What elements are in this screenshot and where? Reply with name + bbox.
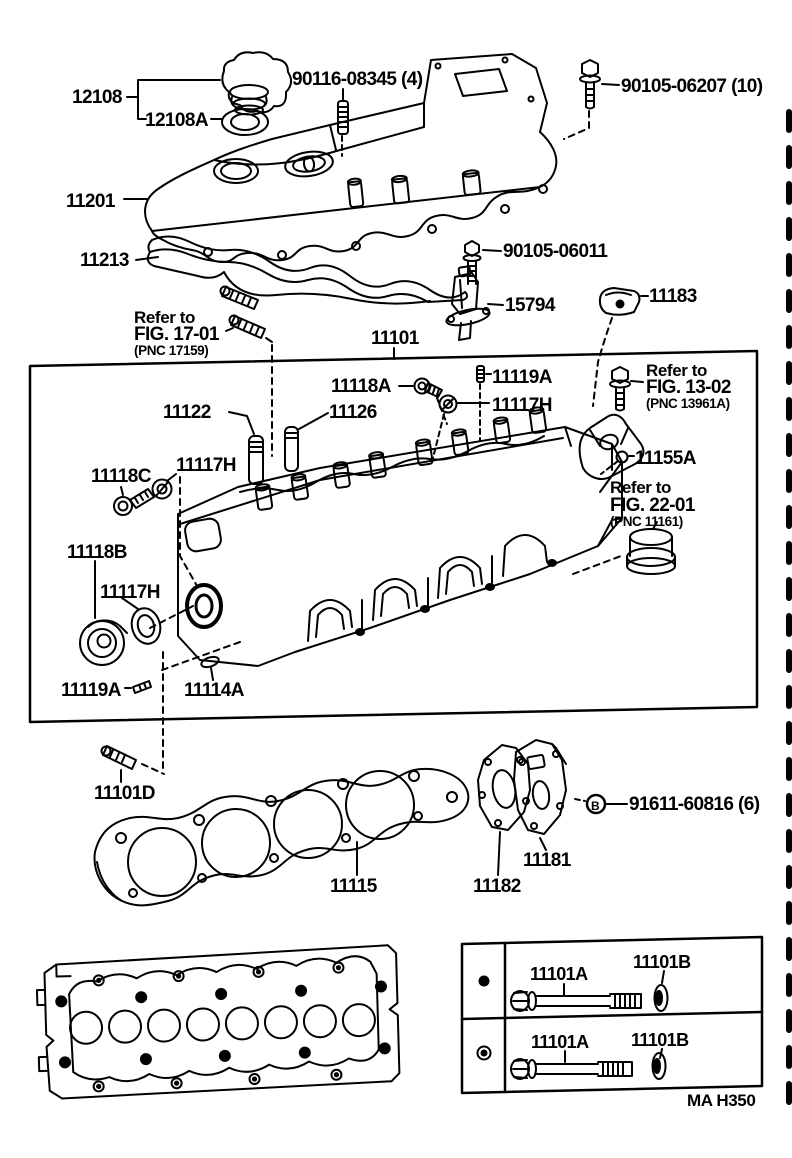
callout-12108a: 12108A [145,110,209,131]
ref-fig1701-line1: Refer to [134,308,196,327]
legend-box [460,935,764,1095]
circle-b-icon: B [591,799,600,813]
callout-11122: 11122 [163,402,211,423]
callout-11119a-top: 11119A [492,367,552,388]
leader-12108 [126,79,222,120]
cap-gasket [221,108,269,136]
valve-guide-11122 [228,411,264,485]
cylinder-head [177,406,623,667]
bolt-90105-06207 [563,59,620,140]
assembly-dashed-lines [141,476,241,775]
stud-11119a-bottom [124,680,152,694]
bolt-fig1302 [609,366,644,412]
callout-15794: 15794 [505,295,555,316]
ref-fig2201-line1: Refer to [610,478,672,497]
callout-90116-08345: 90116-08345 (4) [292,69,423,90]
callout-11114a: 11114A [184,680,244,701]
ref-fig1302-line2: FIG. 13-02 [646,377,731,398]
bolt-90105-06011 [462,240,502,285]
callout-91611-60816: 91611-60816 (6) [629,794,760,815]
callout-11213: 11213 [80,250,129,271]
callout-11118c: 11118C [91,466,151,487]
valve-cover [144,53,558,263]
stud-fig1701 [219,285,273,457]
head-gasket-11115 [93,767,470,907]
stud-90116 [337,88,349,157]
ring-11117h-top [432,394,490,459]
plate-11181 [513,739,567,851]
callout-11155a: 11155A [635,448,696,469]
half-moon-plug-11183 [592,287,649,407]
hanger-bracket [578,413,645,480]
plate-11182 [477,744,531,876]
ref-fig2201-line2: FIG. 22-01 [610,495,695,516]
callout-11201: 11201 [66,191,115,212]
callout-90105-06207: 90105-06207 (10) [621,76,763,97]
legend-row2-art [476,1045,667,1080]
ref-fig1302-line3: (PNC 13961A) [646,396,730,411]
stud-11101d [100,745,137,783]
legend-row1-washer-label: 11101B [633,952,691,972]
stud-11119a-top [476,365,492,441]
main-frame-box [28,349,759,724]
callout-11182: 11182 [473,876,521,897]
bolt-marker-91611 [574,793,628,815]
callout-11126: 11126 [329,402,377,423]
callout-11101d: 11101D [94,783,155,804]
ref-fig2201-line3: (PNC 11161) [610,514,683,529]
callout-11115: 11115 [330,876,377,897]
callout-11183: 11183 [649,286,697,307]
pin-11114a [200,655,220,681]
callout-11181: 11181 [523,850,571,871]
callout-90105-06011: 90105-06011 [503,241,608,262]
legend-row1-bolt-label: 11101A [530,964,588,984]
legend-row2-bolt-label: 11101A [531,1032,589,1052]
callout-11118a: 11118A [331,376,391,397]
callout-11117h-top: 11117H [492,395,552,416]
ring-11117h-lower-left [121,597,162,645]
callout-11117h-lower-left: 11117H [100,582,160,603]
callout-11101: 11101 [371,328,419,349]
callout-11118b: 11118B [67,542,127,563]
head-bottom-view [35,944,401,1100]
callout-12108: 12108 [72,87,122,108]
bolt-11118c [113,486,155,516]
legend-row2-washer-label: 11101B [631,1030,689,1050]
callout-11119a-bottom: 11119A [61,680,121,701]
oil-filler-cap [221,51,292,116]
figure-code: MA H350 [687,1091,756,1110]
plug-fig2201 [572,521,676,575]
ring-11117h-upper-left [151,473,177,500]
callout-11117h-upper-left: 11117H [176,455,236,476]
leader-11213 [135,256,159,261]
ref-fig1302-line1: Refer to [646,361,708,380]
grommet-11155a [600,450,635,475]
cam-sensor-15794 [445,265,504,341]
plug-11118b [79,560,128,666]
ref-fig1701-line3: (PNC 17159) [134,343,209,358]
legend-row1-art [478,970,669,1012]
valve-guide-11126 [284,412,329,472]
ref-fig1701-line2: FIG. 17-01 [134,324,219,345]
